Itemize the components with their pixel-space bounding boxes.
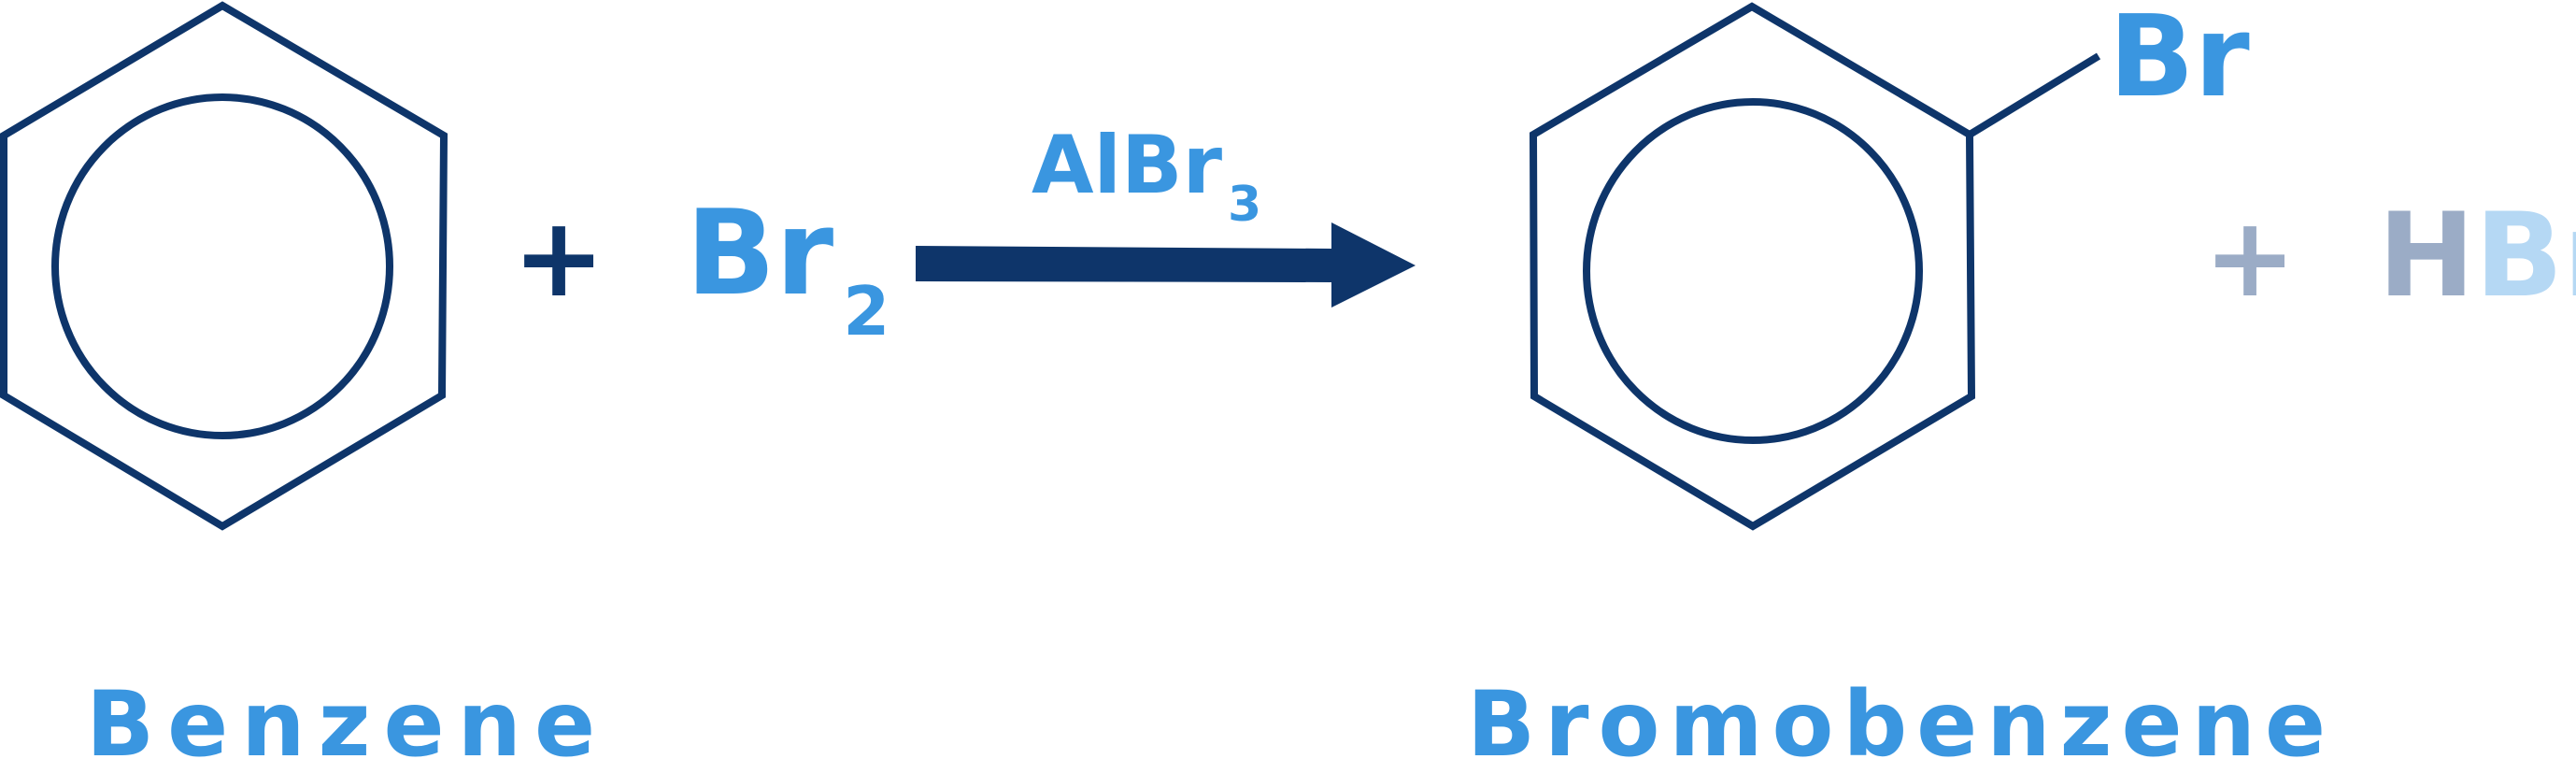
carbon-bromine-bond bbox=[1967, 52, 2101, 138]
benzene-name-label: Benzene bbox=[86, 672, 608, 759]
bromine-symbol: Br bbox=[686, 184, 833, 322]
hydrogen-bromide-formula: HBr bbox=[2378, 189, 2576, 323]
bromobenzene-aromatic-circle bbox=[1583, 98, 1923, 444]
bromine-substituent-label: Br bbox=[2109, 0, 2250, 122]
benzene-hexagon bbox=[0, 1, 448, 531]
reaction-arrow-body bbox=[916, 222, 1416, 308]
benzene-aromatic-circle bbox=[51, 93, 393, 439]
product-plus-sign: + bbox=[2204, 193, 2297, 322]
bromobenzene-hexagon bbox=[1529, 2, 1976, 531]
catalyst-subscript: 3 bbox=[1228, 177, 1261, 233]
reaction-arrow bbox=[916, 222, 1416, 308]
hbr-hydrogen: H bbox=[2378, 189, 2475, 323]
bromobenzene-structure bbox=[1529, 2, 2101, 531]
bromobenzene-name-label: Bromobenzene bbox=[1467, 672, 2335, 759]
reactant-plus-sign: + bbox=[513, 193, 605, 322]
benzene-structure bbox=[0, 1, 448, 531]
hbr-bromine: Br bbox=[2475, 189, 2576, 323]
bromine-subscript: 2 bbox=[843, 272, 890, 351]
catalyst-symbol: AlBr bbox=[1032, 119, 1223, 212]
